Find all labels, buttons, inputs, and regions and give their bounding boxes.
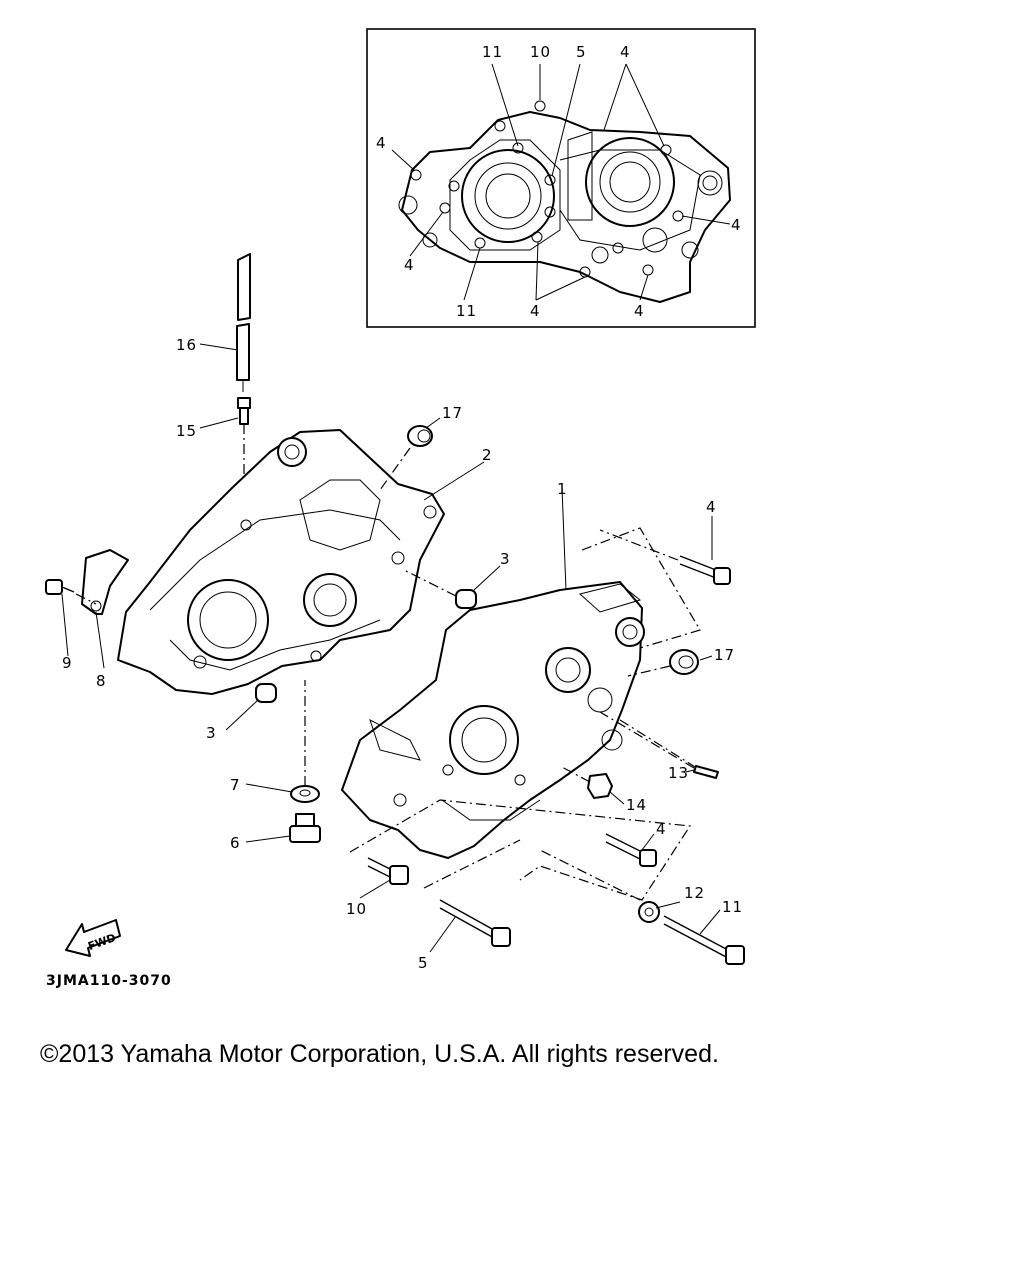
screw-13: [599, 711, 719, 779]
drain-bolt-6: [289, 813, 321, 843]
callout-17-right: 17: [714, 646, 735, 664]
inset-callout-11-bottom: 11: [456, 302, 477, 320]
bolt-10: [367, 857, 409, 885]
inset-callout-4-lower-left: 4: [404, 256, 415, 274]
callout-8: 8: [96, 672, 107, 690]
inset-callouts: 11 10 5 4 4 4 4 11 4 4: [376, 43, 742, 320]
bolt-4-lower: [605, 833, 657, 867]
callout-14: 14: [626, 796, 647, 814]
diagram-code: 3JMA110-3070: [46, 973, 172, 989]
guide-lines: [349, 527, 701, 901]
callout-3-upper: 3: [500, 550, 511, 568]
callout-3-lower: 3: [206, 724, 217, 742]
holder-14: [559, 765, 613, 799]
callout-5: 5: [418, 954, 429, 972]
copyright-notice: ©2013 Yamaha Motor Corporation, U.S.A. A…: [40, 1040, 719, 1068]
callout-13: 13: [668, 764, 689, 782]
bracket-8: [81, 549, 129, 615]
bolt-11: [663, 915, 745, 965]
bolt-9: [45, 579, 97, 605]
washer-7: [290, 680, 320, 803]
inset-callout-10: 10: [530, 43, 551, 61]
callout-6: 6: [230, 834, 241, 852]
inset-callout-5: 5: [576, 43, 587, 61]
bolt-4-upper: [599, 529, 731, 585]
callout-10: 10: [346, 900, 367, 918]
callout-16: 16: [176, 336, 197, 354]
left-crankcase-2: [117, 429, 445, 695]
inset-callout-4-top: 4: [620, 43, 631, 61]
inset-callout-4-bottom-right: 4: [634, 302, 645, 320]
right-crankcase-1: [341, 581, 645, 859]
washer-12: [638, 901, 660, 923]
oil-seal-17-right: [627, 649, 699, 677]
inset-callout-11: 11: [482, 43, 503, 61]
dowel-3-upper: [403, 569, 477, 609]
callout-4-upper: 4: [706, 498, 717, 516]
leader-lines: [61, 343, 721, 953]
inset-callout-4-bottom: 4: [530, 302, 541, 320]
inset-callout-4-left: 4: [376, 134, 387, 152]
callouts: 16 15 17 2 1 4 3 9 8 3 7 6 17 13 14 4 10…: [62, 336, 743, 972]
dowel-3-lower: [255, 683, 277, 703]
callout-2: 2: [482, 446, 493, 464]
callout-9: 9: [62, 654, 73, 672]
callout-7: 7: [230, 776, 241, 794]
callout-15: 15: [176, 422, 197, 440]
inset-box: [366, 28, 756, 328]
callout-17-upper: 17: [442, 404, 463, 422]
callout-12: 12: [684, 884, 705, 902]
inset-callout-4-right: 4: [731, 216, 742, 234]
oil-seal-17-upper: [379, 425, 433, 491]
pipe-16: [236, 253, 251, 392]
callout-11: 11: [722, 898, 743, 916]
callout-4-lower: 4: [656, 820, 667, 838]
bolt-5: [439, 899, 511, 947]
callout-1: 1: [557, 480, 568, 498]
fwd-arrow-icon: FWD: [65, 919, 121, 957]
